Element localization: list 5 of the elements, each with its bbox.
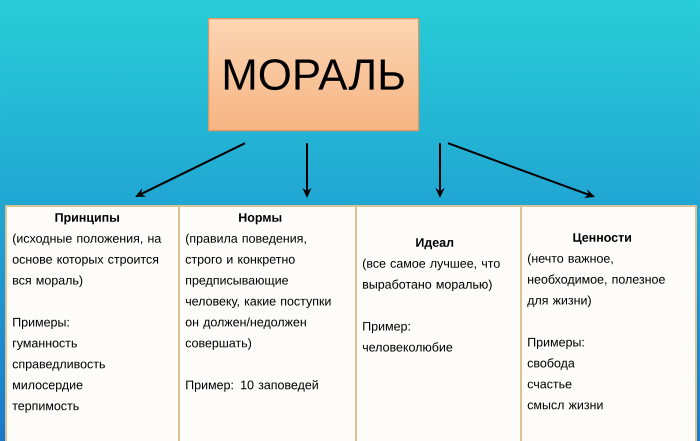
table-column: Нормы (правила поведения, строго и конкретно предписывающие человеку, какие поступки он должен/недолжен совершать) Пример: 10 заповедей xyxy=(178,204,357,441)
table-column: Принципы (исходные положения, на основе которых строится вся мораль) Примеры: гуманность справедливость милосердие терпимость xyxy=(5,204,180,441)
table-column: Идеал (все самое лучшее, что выработано моралью) Пример: человеколюбие xyxy=(355,204,522,441)
title-box: МОРАЛЬ xyxy=(208,18,420,132)
table-column: Ценности (нечто важное, необходимое, полезное для жизни) Примеры: свобода счастье смысл жизни xyxy=(520,204,697,441)
